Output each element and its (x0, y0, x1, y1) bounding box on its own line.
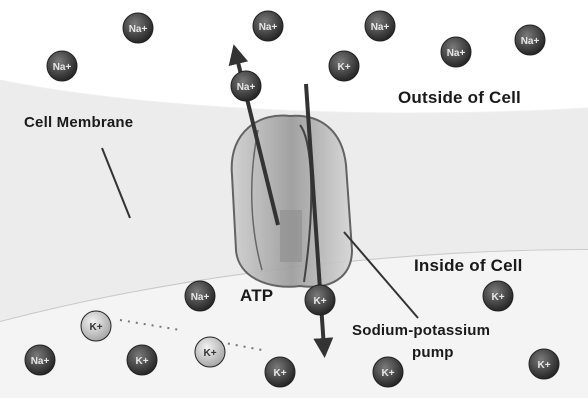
sodium-ion-symbol: Na+ (53, 62, 72, 73)
potassium-ion-icon: K+ (195, 337, 225, 367)
potassium-ion-icon: K+ (127, 345, 157, 375)
potassium-ion-icon: K+ (305, 285, 335, 315)
sodium-ion-symbol: Na+ (447, 48, 466, 59)
sodium-ion-symbol: Na+ (129, 24, 148, 35)
potassium-ion-symbol: K+ (491, 292, 504, 303)
pump-label-line1: Sodium-potassium (352, 322, 490, 339)
sodium-ion-icon: Na+ (25, 345, 55, 375)
sodium-ion-icon: Na+ (231, 71, 261, 101)
sodium-potassium-pump-label: Sodium-potassium pump (352, 320, 490, 364)
outside-of-cell-label: Outside of Cell (398, 88, 521, 108)
potassium-ion-symbol: K+ (313, 296, 326, 307)
pump-protein (232, 115, 352, 286)
pump-label-line2: pump (352, 342, 490, 364)
sodium-ion-symbol: Na+ (191, 292, 210, 303)
sodium-ion-icon: Na+ (441, 37, 471, 67)
sodium-ion-icon: Na+ (123, 13, 153, 43)
potassium-ion-symbol: K+ (537, 360, 550, 371)
sodium-ion-icon: Na+ (365, 11, 395, 41)
potassium-ion-symbol: K+ (203, 348, 216, 359)
cell-membrane-label: Cell Membrane (24, 114, 133, 131)
sodium-ion-icon: Na+ (515, 25, 545, 55)
sodium-ion-symbol: Na+ (521, 36, 540, 47)
sodium-ion-symbol: Na+ (371, 22, 390, 33)
inside-of-cell-label: Inside of Cell (414, 256, 523, 276)
sodium-ion-icon: Na+ (47, 51, 77, 81)
sodium-ion-symbol: Na+ (259, 22, 278, 33)
potassium-ion-symbol: K+ (135, 356, 148, 367)
potassium-ion-symbol: K+ (273, 368, 286, 379)
potassium-ion-icon: K+ (483, 281, 513, 311)
atp-label: ATP (240, 286, 273, 306)
potassium-ion-symbol: K+ (337, 62, 350, 73)
sodium-ion-icon: Na+ (185, 281, 215, 311)
potassium-ion-icon: K+ (529, 349, 559, 379)
potassium-ion-icon: K+ (329, 51, 359, 81)
sodium-ion-icon: Na+ (253, 11, 283, 41)
potassium-ion-icon: K+ (81, 311, 111, 341)
potassium-ion-symbol: K+ (381, 368, 394, 379)
potassium-ion-icon: K+ (265, 357, 295, 387)
sodium-ion-symbol: Na+ (237, 82, 256, 93)
potassium-ion-symbol: K+ (89, 322, 102, 333)
sodium-ion-symbol: Na+ (31, 356, 50, 367)
